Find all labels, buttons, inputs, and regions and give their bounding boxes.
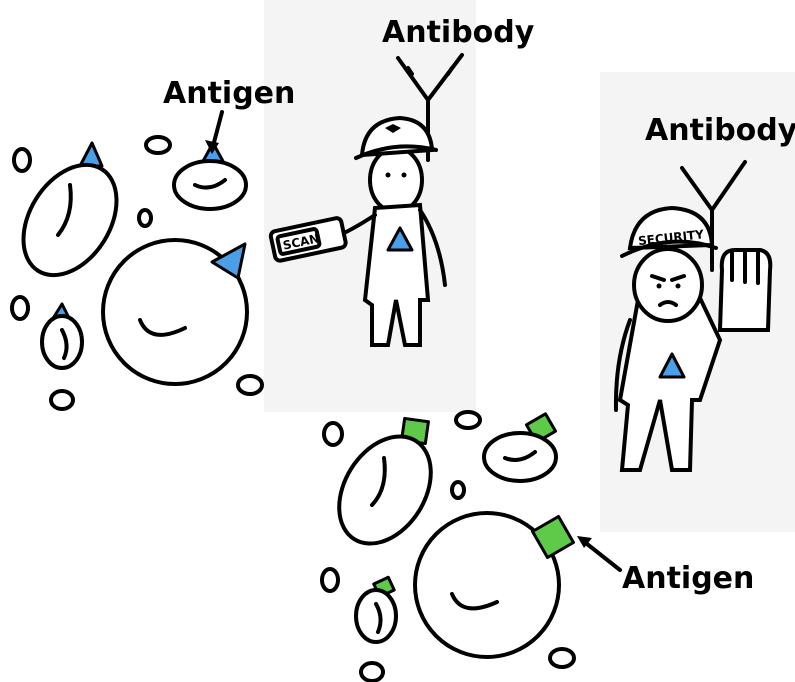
small-cell-top <box>174 143 246 209</box>
cell-cluster-triangle <box>4 137 262 409</box>
antibody-label-right: Antibody <box>645 113 795 148</box>
antibody-label-top: Antibody <box>382 15 535 50</box>
particle <box>550 649 574 667</box>
particle <box>324 423 342 445</box>
small-cell-top-bottom <box>484 414 556 481</box>
particle <box>139 210 151 226</box>
particle <box>238 376 262 394</box>
particle <box>456 412 480 428</box>
particle <box>51 391 73 409</box>
top-panel-bg <box>264 0 476 412</box>
large-round-cell <box>103 240 247 384</box>
antigen-label-bottom: Antigen <box>622 561 754 596</box>
particle <box>14 149 30 171</box>
small-cell-bottom-bottom <box>356 577 396 642</box>
triangle-antigen <box>80 143 102 166</box>
antigen-arrow-top <box>205 112 222 154</box>
particle <box>12 297 28 319</box>
antigen-arrow-bottom <box>577 536 620 570</box>
antigen-label-top: Antigen <box>163 76 295 111</box>
particle <box>146 137 170 153</box>
large-round-cell-bottom <box>415 513 573 657</box>
particle <box>361 663 383 681</box>
particle <box>322 569 338 591</box>
particle <box>452 482 464 498</box>
small-cell-bottom <box>42 304 82 368</box>
cell-cluster-square <box>320 412 574 681</box>
